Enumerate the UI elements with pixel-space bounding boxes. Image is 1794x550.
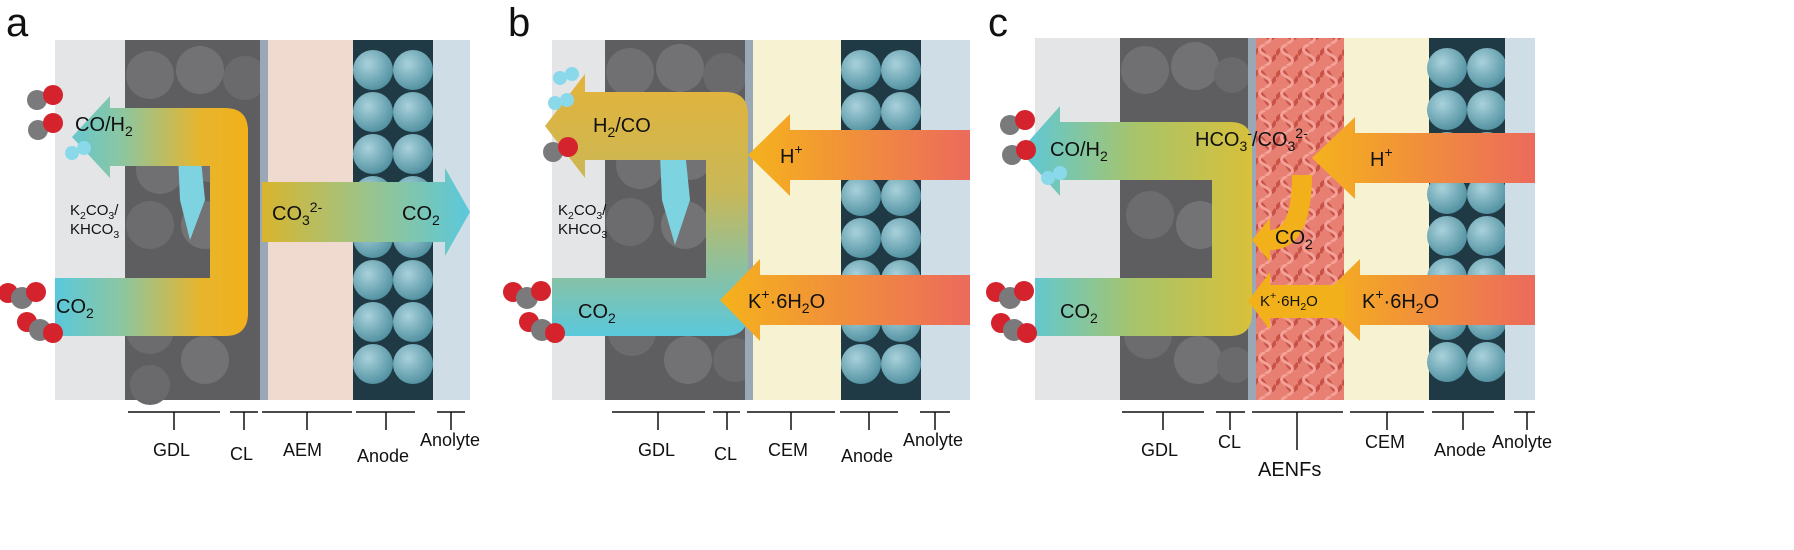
panel-b-layer-labels: [612, 411, 950, 430]
panel-c-k-hydrate-outer-label: K+·6H2O: [1362, 286, 1439, 316]
panel-a-co-molecule-1: [27, 85, 63, 110]
panel-c-co2-in-label: CO2: [1060, 301, 1098, 326]
panel-a-label-anolyte: Anolyte: [420, 430, 480, 450]
panel-c-cem: [1344, 38, 1429, 400]
panel-c-label-cem: CEM: [1365, 432, 1405, 452]
panel-b-salt-line1: K2CO3/: [558, 202, 607, 222]
panel-b-h2-molecule-2: [548, 93, 574, 110]
panel-b-h2-molecule-1: [553, 67, 579, 85]
panel-c-h2-molecule: [1041, 166, 1067, 185]
panel-c-label-aenfs: AENFs: [1258, 459, 1321, 481]
panel-b-cl: [745, 40, 753, 400]
panel-c-anolyte: [1505, 38, 1535, 400]
panel-a: a: [0, 1, 480, 466]
panel-a-h2-molecule: [65, 141, 91, 160]
panel-a-co2-out-label: CO2: [402, 203, 440, 228]
panel-a-co2-in-label: CO2: [56, 296, 94, 321]
panel-b-anode: [841, 40, 921, 400]
panel-b-salt-line2: KHCO3: [558, 221, 607, 241]
panel-c-anode: [1427, 38, 1507, 400]
panel-b-co2-molecule-2: [519, 312, 565, 343]
panel-b-u-arrow: [545, 74, 748, 336]
panel-a-salt-line1: K2CO3/: [70, 202, 119, 222]
panel-c-h-plus-label: H+: [1370, 144, 1393, 171]
panel-c-label-anolyte: Anolyte: [1492, 432, 1552, 452]
panel-a-carbonate-label: CO32-: [272, 199, 323, 228]
panel-b-h-arrow: [748, 114, 970, 196]
panel-c-co2-molecule-2: [991, 313, 1037, 343]
panel-b-h-plus-label: H+: [780, 141, 803, 168]
panel-a-letter: a: [6, 1, 29, 45]
panel-a-salt-line2: KHCO3: [70, 221, 119, 241]
panel-a-co-h2-label: CO/H2: [75, 114, 133, 139]
panel-b-letter: b: [508, 1, 530, 45]
panel-c-u-arrow: [1020, 106, 1252, 336]
panel-c-bicarb-label: HCO3-/CO32-: [1195, 125, 1308, 154]
panel-c-k-hydrate-inner-label: K+·6H2O: [1260, 290, 1318, 313]
panel-a-label-cl: CL: [230, 444, 253, 464]
panel-c: c CO/H2 HCO3-/CO32- H+ CO2 K+·6H2O K+·6H…: [986, 1, 1552, 481]
panel-c-co2-molecule-1: [986, 281, 1034, 309]
panel-c-label-gdl: GDL: [1141, 440, 1178, 460]
panel-c-co-h2-label: CO/H2: [1050, 139, 1108, 164]
panel-a-label-gdl: GDL: [153, 440, 190, 460]
panel-b-co2-molecule-1: [503, 281, 551, 309]
panel-a-co2-molecule-2: [17, 312, 63, 343]
panel-b-label-cl: CL: [714, 444, 737, 464]
panel-c-co2-mid-label: CO2: [1275, 227, 1313, 252]
panel-b-label-gdl: GDL: [638, 440, 675, 460]
panel-c-letter: c: [988, 1, 1008, 45]
panel-c-h-arrow: [1312, 117, 1535, 199]
panel-b-label-anolyte: Anolyte: [903, 430, 963, 450]
panel-b-k-arrow: [720, 259, 970, 341]
panel-c-label-cl: CL: [1218, 432, 1241, 452]
panel-b-label-anode: Anode: [841, 446, 893, 466]
panel-c-co2-return-arrow: [1252, 175, 1312, 262]
panel-a-label-aem: AEM: [283, 440, 322, 460]
panel-c-co-molecule-2: [1002, 140, 1036, 165]
panel-a-label-anode: Anode: [357, 446, 409, 466]
panel-c-layer-labels: [1122, 411, 1535, 450]
panel-a-co2-molecule-1: [0, 282, 46, 309]
panel-a-carbonate-arrow: [262, 168, 470, 256]
panel-b-co-molecule: [543, 137, 578, 162]
panel-c-k-arrow-outer: [1318, 259, 1535, 341]
panel-b: b H2/CO H+ K+·6H2O CO2 K2CO3/ KHCO3: [503, 1, 970, 466]
panel-b-h2-co-label: H2/CO: [593, 115, 651, 140]
panel-b-co2-in-label: CO2: [578, 301, 616, 326]
panel-a-u-arrow: [55, 96, 248, 336]
panel-b-cem: [753, 40, 841, 400]
panel-c-co-molecule-1: [1000, 110, 1035, 135]
panel-a-co-molecule-2: [28, 113, 63, 140]
panel-b-k-hydrate-label: K+·6H2O: [748, 286, 825, 316]
panel-c-k-arrow-inner: [1248, 272, 1345, 330]
panel-b-label-cem: CEM: [768, 440, 808, 460]
panel-c-label-anode: Anode: [1434, 440, 1486, 460]
panel-b-anolyte: [921, 40, 970, 400]
panel-a-layer-labels: [128, 411, 465, 430]
